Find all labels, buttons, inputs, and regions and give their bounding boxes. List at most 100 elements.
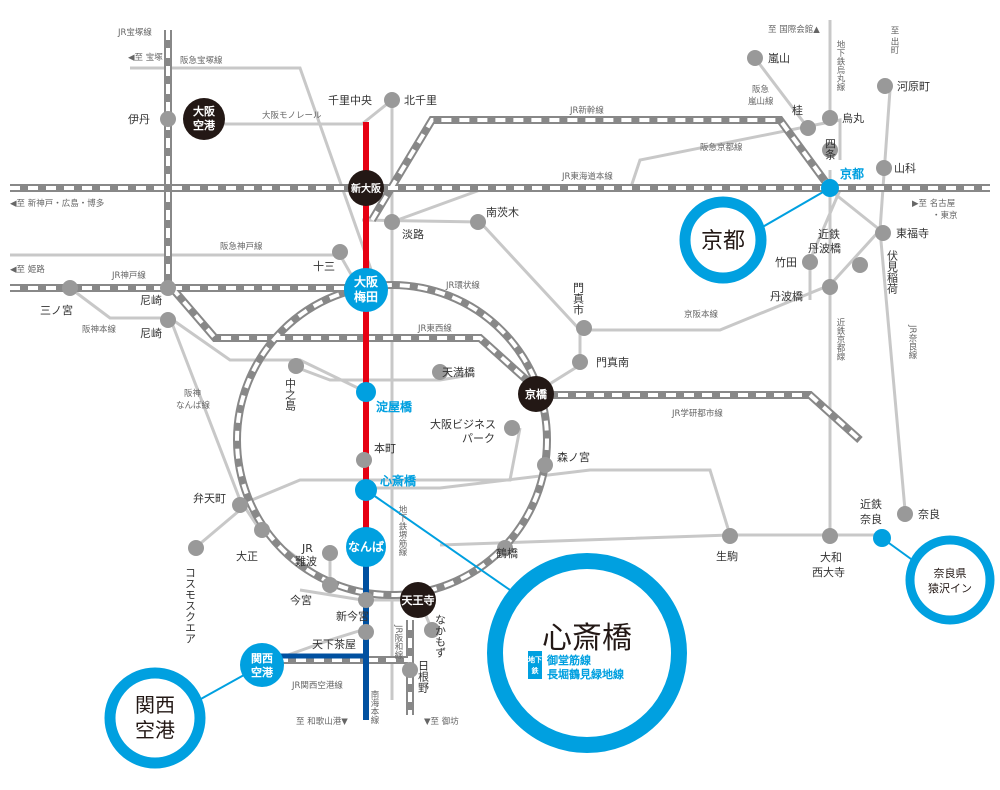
hankyu-arashiyama-line [753,57,810,129]
station-bentencho: 弁天町 [193,491,226,505]
label-subway-sakaisuji: 地下鉄堺筋線 [397,504,407,556]
station-imamiya: 今宮 [290,593,312,607]
station-hommachi: 本町 [374,441,396,455]
dir-demachi: 至 出町 [889,26,899,54]
osaka-umeda-label: 大阪梅田 [354,274,379,304]
station-tambabashi: 丹波橋 [770,289,803,303]
shin-osaka-label: 新大阪 [351,182,382,195]
station-shinsaibashi: 心斎橋 [380,473,417,488]
chuo-line [362,468,732,536]
dir-nagoya: ▶至 名古屋・東京 [912,198,958,221]
yodoyabashi-marker [356,382,376,402]
kyoto-callout [679,196,767,284]
station-cosmo-square: コスモスクエア [184,567,197,644]
station-fushimi-inari: 伏見稲荷 [886,249,899,295]
station-dots [62,50,913,678]
kyobashi-label: 京橋 [525,387,548,401]
kyobashi-marker [518,376,554,412]
station-juso: 十三 [313,259,335,273]
station-nara: 奈良 [918,507,940,521]
shinsaibashi-line2: 長堀鶴見緑地線 [547,667,624,681]
station-arashiyama: 嵐山 [768,52,790,65]
label-jr-shinkansen: JR新幹線 [569,105,604,116]
station-takeda: 竹田 [775,255,797,269]
station-katsura: 桂 [792,103,803,117]
kanku-callout-label: 関西空港 [135,693,175,742]
kansai-airport-station-marker [240,643,284,687]
hanshin-main-line [69,286,363,392]
osaka-airport-label: 大阪空港 [193,104,216,132]
station-kyoto: 京都 [840,166,864,181]
label-jr-tozai: JR東西線 [417,323,452,334]
namba-label: なんば [348,539,384,554]
tennoji-label: 天王寺 [402,593,435,607]
dir-takarazuka: ◀至 宝塚 [128,52,163,63]
osaka-monorail-line [210,98,393,126]
station-karasuma: 烏丸 [842,111,864,125]
label-jr-nara: JR奈良線 [907,324,917,359]
shinsaibashi-callout [487,553,687,753]
shinsaibashi-callout-title: 心斎橋 [542,621,632,656]
label-jr-gakkentoshi: JR学研都市線 [671,408,723,419]
label-keihan: 京阪本線 [684,309,719,320]
nagahori-line [239,427,522,507]
label-hankyu-kyoto: 阪急京都線 [700,142,743,153]
label-jr-kobe: JR神戸線 [111,270,146,281]
dir-kokusai: 至 国際会館▲ [768,24,820,35]
label-jr-takarazuka: JR宝塚線 [117,27,152,38]
hankyu-takarazuka-line [130,66,382,296]
keihan-nakanoshima-line [289,363,471,382]
kyoto-callout-label: 京都 [701,229,745,254]
station-yamato-saidaiji: 大和西大寺 [812,550,845,579]
label-hankyu-takarazuka: 阪急宝塚線 [180,55,223,66]
station-kintetsu-nara: 近鉄奈良 [860,497,882,526]
kanku-callout [104,667,206,769]
label-nankai-honsen: 南海本線 [369,689,379,724]
label-jr-loop: JR環状線 [445,280,480,291]
subway-tag-label: 地下鉄 [528,655,542,675]
dir-himeji: ◀至 姫路 [10,264,45,275]
label-hanshin-honsen: 阪神本線 [82,324,117,335]
kintetsu-nara-line [439,533,880,547]
station-minami-ibaraki: 南茨木 [486,205,519,219]
nara-hotel-label: 奈良県猿沢イン [928,566,972,595]
dir-gobo: ▼至 御坊 [424,716,459,727]
station-obp: 大阪ビジネスパーク [430,417,496,445]
osaka-airport-marker [183,98,225,140]
kintetsu-nara-marker [873,529,891,547]
hankyu-kyoto-line [391,118,842,224]
station-yamashina: 山科 [894,161,916,175]
label-kintetsu-kyoto: 近鉄京都線 [835,317,845,360]
dir-kobe: ◀至 新神戸・広島・博多 [10,198,105,209]
label-hankyu-kobe: 阪急神戸線 [220,241,263,252]
label-osaka-monorail: 大阪モノレール [262,110,322,121]
namba-marker [346,527,386,567]
station-kadoma: 門真市 [572,282,585,316]
station-awaji: 淡路 [402,228,424,241]
station-senri-chuo: 千里中央 [328,94,372,107]
station-temmabashi: 天満橋 [442,365,475,379]
label-subway-karasuma: 地下鉄烏丸線 [835,39,845,91]
station-kadoma-minami: 門真南 [596,355,629,369]
station-nakanoshima: 中之島 [284,378,297,412]
shinsaibashi-connector [365,489,511,591]
station-itami: 伊丹 [128,113,150,126]
private-lines [10,20,907,700]
station-shijo: 四条 [824,138,837,160]
label-jr-tokaido: JR東海道本線 [561,171,613,182]
label-jr-kansai-airport: JR関西空港線 [291,680,343,691]
osaka-umeda-marker [344,268,388,312]
shin-osaka-marker [348,170,384,206]
station-kintetsu-tambabashi: 近鉄丹波橋 [808,227,841,255]
station-tofukuji: 東福寺 [896,226,929,240]
station-tengachaya: 天下茶屋 [312,638,356,651]
station-kita-senri: 北千里 [404,94,437,107]
kyoto-marker [821,179,839,197]
shinsaibashi-line1: 御堂筋線 [546,653,591,667]
station-morinomiya: 森ノ宮 [557,450,590,464]
tennoji-marker [400,582,436,618]
label-hankyu-arashiyama: 阪急嵐山線 [748,84,774,107]
station-amagasaki-jr: 尼崎 [140,293,162,307]
dir-wakayama: 至 和歌山港▼ [296,716,348,727]
station-amagasaki-hanshin: 尼崎 [140,326,162,340]
